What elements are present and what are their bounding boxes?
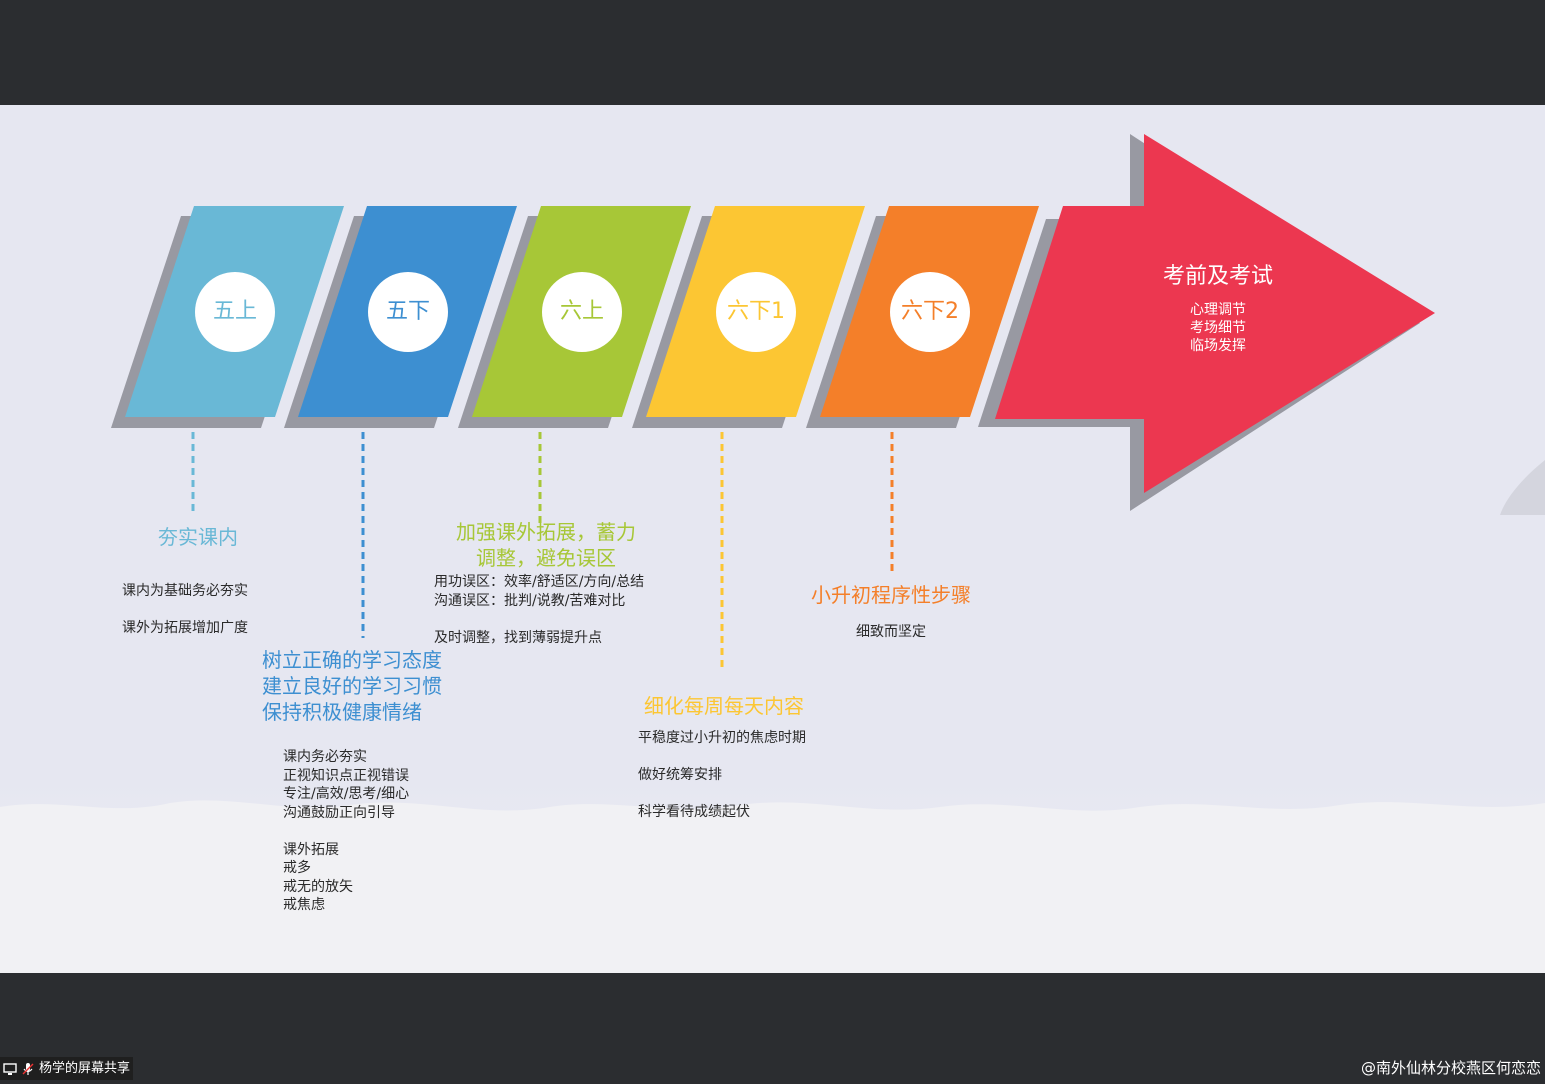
- note-line: 正视知识点正视错误: [283, 767, 409, 784]
- title-line: 保持积极健康情绪: [262, 700, 422, 724]
- note-line: 做好统筹安排: [638, 767, 722, 783]
- title-line: 加强课外拓展，蓄力: [456, 520, 636, 544]
- stage-4-notes: 平稳度过小升初的焦虑时期 做好统筹安排 科学看待成绩起伏: [638, 729, 806, 822]
- title-line: 树立正确的学习态度: [262, 648, 442, 672]
- note-line: 课内务必夯实: [283, 749, 367, 765]
- watermark: @南外仙林分校燕区何恋恋: [1360, 1059, 1541, 1077]
- stage-4-label: 六下1: [727, 299, 785, 324]
- slide-edge-decoration: [1500, 460, 1545, 515]
- wave-background: [0, 800, 1545, 973]
- title-line: 细化每周每天内容: [644, 694, 804, 718]
- stage-2-title: 树立正确的学习态度 建立良好的学习习惯 保持积极健康情绪: [262, 647, 454, 725]
- stage-2-label: 五下: [385, 299, 430, 324]
- note-line: 平稳度过小升初的焦虑时期: [638, 730, 806, 746]
- title-line: 夯实课内: [158, 525, 238, 549]
- stage-circle: [890, 272, 970, 352]
- stage-2-notes: 课内务必夯实 正视知识点正视错误 专注/高效/思考/细心 沟通鼓励正向引导 课外…: [283, 748, 409, 915]
- note-line: 课内为基础务必夯实: [122, 583, 248, 599]
- title-line: 建立良好的学习习惯: [262, 674, 442, 698]
- final-item: 考场细节: [1190, 320, 1246, 336]
- stage-circle: [195, 272, 275, 352]
- note-line: 及时调整，找到薄弱提升点: [434, 629, 602, 646]
- note-line: 课外为拓展增加广度: [122, 620, 248, 636]
- microphone-icon: [21, 1061, 35, 1075]
- stage-5-title: 小升初程序性步骤: [796, 582, 986, 608]
- stage-3-title: 加强课外拓展，蓄力 调整，避免误区: [436, 519, 656, 571]
- title-line: 调整，避免误区: [476, 546, 616, 570]
- final-arrow: [995, 134, 1435, 493]
- stage-circle: [716, 272, 796, 352]
- screen-share-label: 杨学的屏幕共享: [39, 1061, 131, 1076]
- note-line: 课外拓展: [283, 841, 339, 858]
- stage-4-title: 细化每周每天内容: [624, 693, 824, 719]
- note-line: 用功误区：效率/舒适区/方向/总结: [434, 574, 645, 590]
- stage-5-notes: 细致而坚定: [856, 623, 926, 642]
- slide: 五上 五下 六上 六下1 六下2 考前及考试 心理调节 考场细节 临场发挥 夯实…: [0, 105, 1545, 973]
- screen-share-indicator[interactable]: 杨学的屏幕共享: [0, 1057, 133, 1080]
- note-line: 戒无的放矢: [283, 878, 353, 895]
- stage-1-title: 夯实课内: [148, 524, 248, 550]
- stage-circle: [368, 272, 448, 352]
- stage-5-label: 六下2: [901, 299, 959, 324]
- note-line: 科学看待成绩起伏: [638, 804, 750, 820]
- final-item: 心理调节: [1190, 302, 1246, 318]
- stage-3-label: 六上: [559, 299, 604, 324]
- title-line: 小升初程序性步骤: [811, 583, 971, 607]
- note-line: 戒多: [283, 860, 311, 876]
- note-line: 沟通鼓励正向引导: [283, 804, 395, 821]
- note-line: 戒焦虑: [283, 897, 325, 913]
- timeline-diagram: [111, 134, 1545, 671]
- stage-circle: [542, 272, 622, 352]
- note-line: 专注/高效/思考/细心: [283, 786, 410, 802]
- stage-1-label: 五上: [212, 299, 257, 324]
- note-line: 细致而坚定: [856, 624, 926, 640]
- stage-3-notes: 用功误区：效率/舒适区/方向/总结 沟通误区：批判/说教/苦难对比 及时调整，找…: [434, 573, 644, 647]
- final-title: 考前及考试: [1162, 264, 1273, 289]
- note-line: 沟通误区：批判/说教/苦难对比: [434, 592, 626, 609]
- stage-1-notes: 课内为基础务必夯实 课外为拓展增加广度: [122, 582, 248, 638]
- final-item: 临场发挥: [1190, 338, 1246, 354]
- screen-icon: [3, 1061, 17, 1075]
